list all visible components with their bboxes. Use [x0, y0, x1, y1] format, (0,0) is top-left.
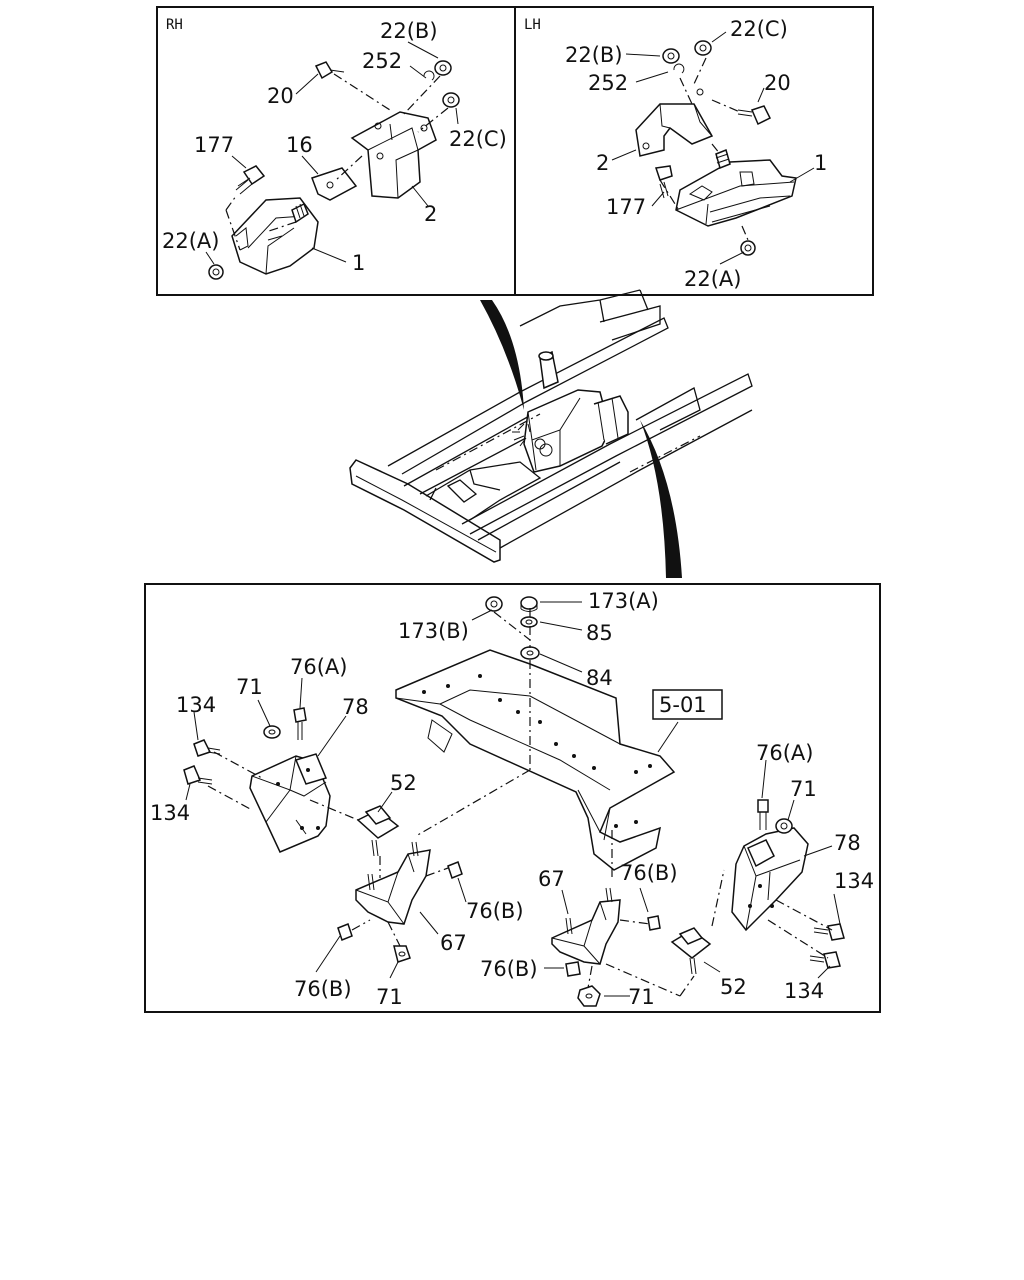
lh-label-177: 177: [606, 195, 646, 219]
label-134-left-top: 134: [176, 693, 216, 717]
label-67-right: 67: [538, 867, 565, 891]
callout-pointer-top: [480, 300, 524, 410]
lh-label-252: 252: [588, 71, 628, 95]
label-52-left: 52: [390, 771, 417, 795]
label-173b: 173(B): [398, 619, 469, 643]
label-76b-left: 76(B): [294, 977, 352, 1001]
label-71-right: 71: [790, 777, 817, 801]
rh-label-22c: 22(C): [449, 127, 507, 151]
lh-label-22a: 22(A): [684, 267, 741, 291]
label-134-right-top: 134: [834, 869, 874, 893]
label-71-left-bot: 71: [376, 985, 403, 1009]
label-78-right: 78: [834, 831, 861, 855]
label-71-right-bot: 71: [628, 985, 655, 1009]
lh-label-22b: 22(B): [565, 43, 623, 67]
lh-label-1: 1: [814, 151, 827, 175]
rh-label-22a: 22(A): [162, 229, 219, 253]
lh-header: LH: [524, 17, 541, 33]
label-76b-right-bot: 76(B): [480, 957, 538, 981]
ref-box: [652, 689, 723, 720]
rh-label-177: 177: [194, 133, 234, 157]
label-76a-left: 76(A): [290, 655, 347, 679]
rh-label-252: 252: [362, 49, 402, 73]
lh-label-20: 20: [764, 71, 791, 95]
label-134-right-bot: 134: [784, 979, 824, 1003]
vehicle-chassis-drawing: [349, 289, 753, 578]
bottom-mount-drawing: [183, 596, 845, 1007]
rh-label-1: 1: [352, 251, 365, 275]
ref-box-label: 5-01: [659, 693, 707, 717]
label-52-right: 52: [720, 975, 747, 999]
bottom-panel-frame: [144, 583, 881, 1013]
rh-label-22b: 22(B): [380, 19, 438, 43]
lh-mount-drawing: [611, 31, 815, 265]
rh-header: RH: [166, 17, 183, 33]
rh-label-20: 20: [267, 84, 294, 108]
label-71-left: 71: [236, 675, 263, 699]
label-173a: 173(A): [588, 589, 659, 613]
label-76b-right-top: 76(B): [620, 861, 678, 885]
label-76a-right: 76(A): [756, 741, 813, 765]
label-134-left-bot: 134: [150, 801, 190, 825]
label-85: 85: [586, 621, 613, 645]
rh-label-16: 16: [286, 133, 313, 157]
lh-label-22c: 22(C): [730, 17, 788, 41]
label-76b-mid: 76(B): [466, 899, 524, 923]
rh-mount-drawing: [205, 41, 460, 280]
callout-pointer-bottom: [640, 420, 682, 578]
label-67-left: 67: [440, 931, 467, 955]
label-78-left: 78: [342, 695, 369, 719]
lh-label-2: 2: [596, 151, 609, 175]
rh-label-2: 2: [424, 202, 437, 226]
label-84: 84: [586, 666, 613, 690]
